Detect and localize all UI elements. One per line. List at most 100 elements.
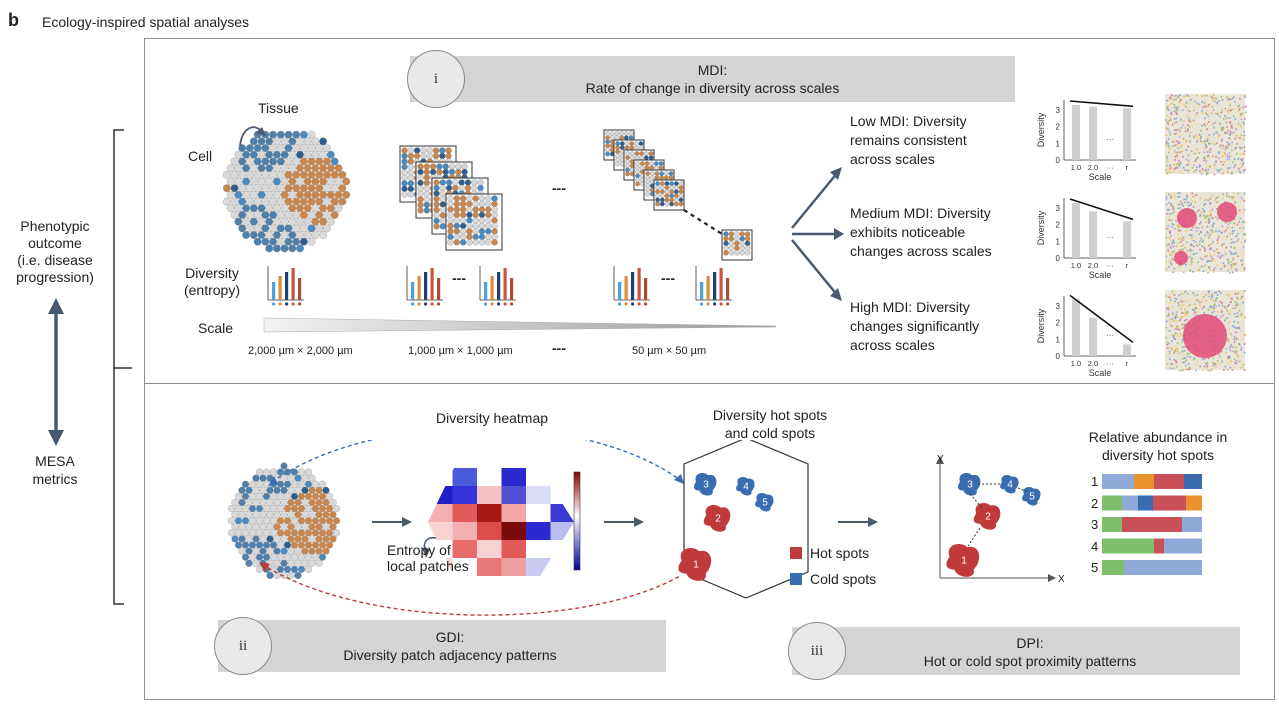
- row-label-4: 4: [1091, 539, 1099, 554]
- gdi-tissue: [227, 462, 341, 579]
- dpi-cold-3: 3: [957, 473, 981, 496]
- panel-ii-iii-frame: [144, 383, 1275, 700]
- mini-xtick: 1.0: [1071, 261, 1081, 270]
- bars-patch-c: [613, 266, 650, 306]
- low-mdi-text: Low MDI: Diversity remains consistent ac…: [850, 113, 967, 167]
- mini-xlabel: Scale: [1089, 368, 1112, 378]
- texture-square-2: [1165, 192, 1247, 274]
- heat-cell: [428, 468, 453, 486]
- bars-patch-a: [406, 266, 443, 306]
- ellipsis-4: ---: [552, 340, 566, 356]
- heat-cell: [477, 468, 502, 486]
- double-arrow: [48, 298, 64, 446]
- mini-xtick: r: [1126, 163, 1129, 172]
- numeral-ii: ii: [214, 617, 272, 675]
- abundance-segment: [1122, 517, 1182, 532]
- figure-title: Ecology-inspired spatial analyses: [42, 14, 249, 30]
- heat-cell: [428, 486, 453, 504]
- legend-hot-label: Hot spots: [810, 545, 870, 561]
- abundance-segment: [1153, 495, 1186, 511]
- svg-text:2: 2: [715, 514, 721, 525]
- heat-cell: [501, 540, 526, 558]
- axis-y-label: Y: [937, 454, 944, 465]
- mini-bar: [1072, 105, 1080, 160]
- gdi-banner: [218, 620, 666, 672]
- mini-ytick: 0: [1056, 254, 1061, 263]
- heat-cell: [452, 468, 477, 486]
- dpi-cold-5: 5: [1022, 487, 1041, 506]
- svg-text:3: 3: [703, 480, 709, 491]
- dpi-hot-1: 1: [946, 544, 980, 577]
- mini-ytick: 2: [1056, 221, 1061, 230]
- mini-ytick: 1: [1056, 237, 1061, 246]
- mini-xlabel: Scale: [1089, 270, 1112, 280]
- abundance-segment: [1184, 474, 1202, 489]
- mini-xtick: 2.0: [1088, 163, 1098, 172]
- mini-trend-line: [1069, 198, 1134, 221]
- heat-cell: [526, 540, 551, 558]
- scale-tick-2000: 2,000 µm × 2,000 µm: [248, 345, 353, 357]
- abundance-segment: [1102, 560, 1124, 575]
- gdi-banner-text: GDI: Diversity patch adjacency patterns: [343, 629, 557, 663]
- heat-cell: [477, 558, 502, 576]
- medium-mdi-text: Medium MDI: Diversity exhibits noticeabl…: [850, 205, 992, 259]
- dpi-banner: [792, 627, 1240, 675]
- mini-xtick: 2.0: [1088, 359, 1098, 368]
- mini-xtick: 2.0: [1088, 261, 1098, 270]
- dpi-link-2: [1017, 487, 1029, 493]
- panel-label: b: [8, 10, 19, 30]
- entropy-label: Entropy of local patches: [387, 542, 469, 574]
- svg-text:4: 4: [743, 482, 749, 493]
- svg-text:1: 1: [961, 556, 967, 567]
- heat-cell: [550, 522, 574, 540]
- heat-cell: [452, 486, 477, 504]
- cold-spot-5: 5: [755, 493, 774, 512]
- phenotypic-outcome-label: Phenotypic outcome (i.e. disease progres…: [16, 218, 94, 285]
- tissue-label: Tissue: [258, 100, 299, 116]
- outcome-arrows: [791, 167, 844, 301]
- mdi-banner: [410, 56, 1015, 102]
- mini-bar: [1123, 344, 1131, 356]
- heat-cell: [526, 522, 551, 540]
- patch-2f: [653, 179, 685, 211]
- heat-cell: [452, 558, 477, 576]
- mini-bar: [1089, 106, 1097, 160]
- ellipsis-2: ---: [452, 270, 466, 286]
- texture-square-3: [1165, 290, 1247, 372]
- mini-ytick: 2: [1056, 123, 1061, 132]
- svg-text:1: 1: [693, 560, 699, 571]
- heat-cell: [550, 558, 574, 576]
- row-label-1: 1: [1091, 474, 1099, 489]
- heat-cell: [501, 504, 526, 522]
- mini-bar: [1089, 211, 1097, 258]
- left-bracket: [113, 129, 132, 605]
- mini-ytick: 3: [1056, 302, 1061, 311]
- cold-spot-3: 3: [693, 473, 717, 496]
- cell-pointer-head: [256, 127, 266, 136]
- flow-arrow-head-3: [868, 517, 878, 527]
- svg-text:2: 2: [985, 512, 991, 523]
- ellipsis-1: ---: [552, 180, 566, 196]
- mdi-illustration: [222, 126, 753, 306]
- cold-arc-head: [674, 474, 684, 484]
- mini-trend-line: [1069, 294, 1134, 343]
- heat-cell: [550, 540, 574, 558]
- hot-spot-2: 2: [703, 505, 731, 532]
- mini-ytick: 0: [1056, 156, 1061, 165]
- heat-cell: [477, 522, 502, 540]
- mini-bar: [1089, 317, 1097, 356]
- abundance-segment: [1182, 517, 1202, 532]
- heat-cell: [452, 540, 477, 558]
- legend-cold-swatch: [790, 573, 802, 585]
- flow-arrow-head-2: [634, 517, 644, 527]
- heat-cell: [550, 486, 574, 504]
- texture-square-1: [1165, 94, 1247, 176]
- heat-cell: [550, 468, 574, 486]
- cold-spot-4: 4: [736, 477, 755, 496]
- zoom-dashes: [683, 209, 723, 235]
- mini-ylabel: Diversity: [1036, 210, 1046, 245]
- abundance-segment: [1164, 538, 1202, 554]
- dpi-link-4: [967, 527, 981, 547]
